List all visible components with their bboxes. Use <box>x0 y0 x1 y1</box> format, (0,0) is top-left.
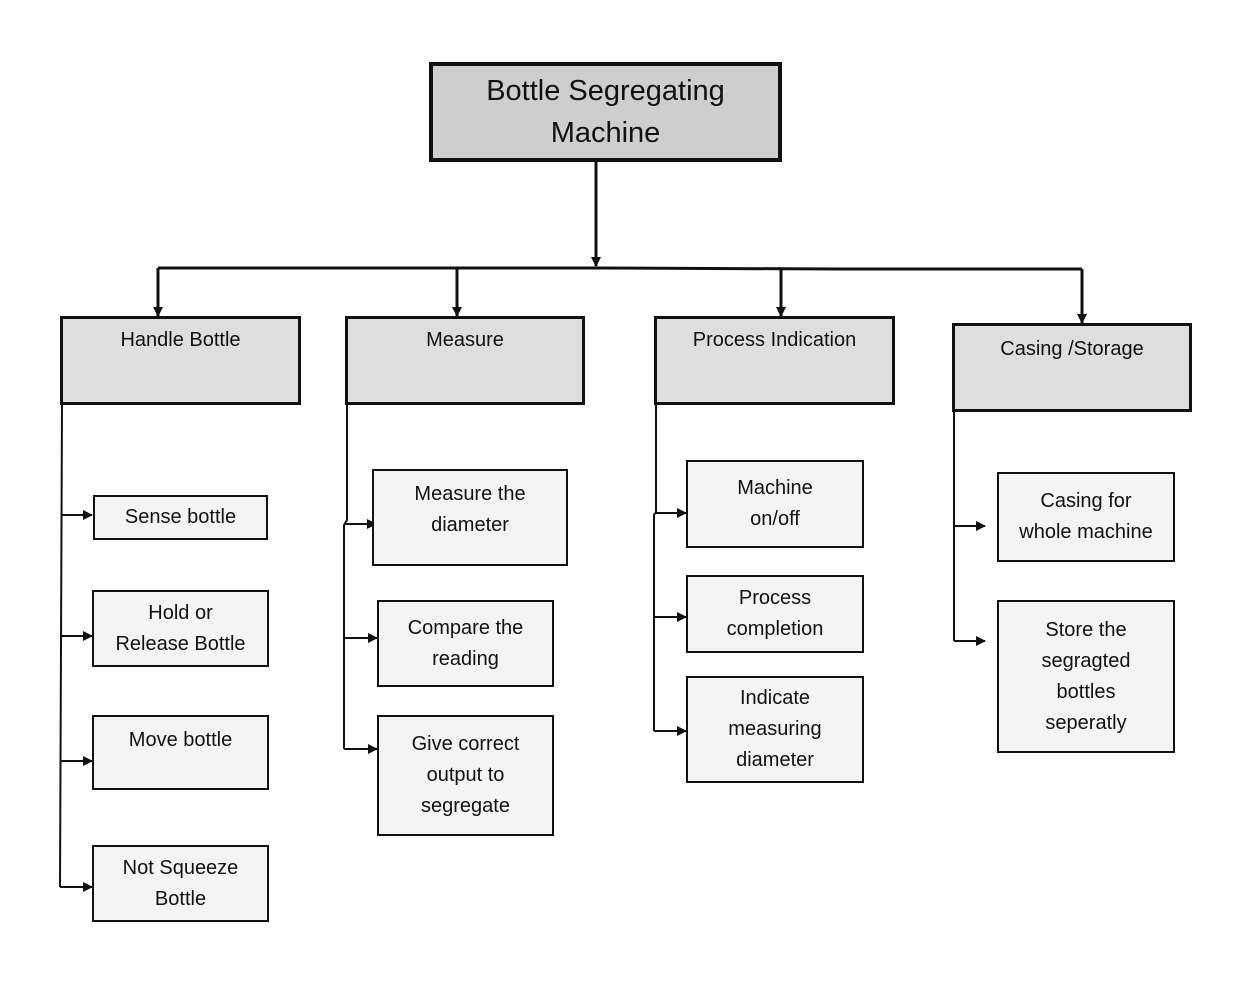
leaf-sense-bottle: Sense bottle <box>93 495 268 540</box>
leaf-line: measuring <box>728 718 822 740</box>
leaf-hold-release-bottle: Hold or Release Bottle <box>92 590 269 667</box>
root-title-line2: Machine <box>550 117 661 149</box>
leaf-move-bottle: Move bottle <box>92 715 269 790</box>
leaf-line: Give correct <box>411 733 520 755</box>
leaf-give-correct-output: Give correct output to segregate <box>377 715 554 836</box>
category-label: Casing /Storage <box>1000 338 1144 360</box>
leaf-line: on/off <box>750 508 800 530</box>
leaf-line: bottles <box>1056 680 1116 703</box>
spine-measure <box>343 403 348 749</box>
category-process-indication: Process Indication <box>654 316 895 405</box>
leaf-indicate-measuring-diameter: Indicate measuring diameter <box>686 676 864 783</box>
leaf-store-segregated-bottles: Store the segragted bottles seperatly <box>997 600 1175 753</box>
leaf-measure-diameter: Measure the diameter <box>372 469 568 566</box>
leaf-line: reading <box>432 647 499 670</box>
category-label: Handle Bottle <box>120 329 241 351</box>
leaf-line: whole machine <box>1019 521 1153 543</box>
category-measure: Measure <box>345 316 585 405</box>
leaf-line: Release Bottle <box>115 632 246 655</box>
leaf-line: Measure the <box>414 483 526 505</box>
leaf-line: Bottle <box>154 887 207 910</box>
leaf-line: Sense bottle <box>124 506 237 528</box>
leaf-line: Hold or <box>148 601 213 624</box>
leaf-line: Casing for <box>1040 490 1132 512</box>
leaf-line: completion <box>726 618 824 640</box>
category-handle-bottle: Handle Bottle <box>60 316 301 405</box>
leaf-line: Move bottle <box>128 729 233 751</box>
leaf-line: Store the <box>1045 618 1127 641</box>
category-casing-storage: Casing /Storage <box>952 323 1192 412</box>
leaf-line: Indicate <box>739 687 811 709</box>
leaf-line: seperatly <box>1045 711 1127 734</box>
leaf-line: diameter <box>736 749 814 771</box>
leaf-line: output to <box>426 764 505 786</box>
leaf-line: Compare the <box>407 616 524 639</box>
leaf-line: segregate <box>421 795 510 817</box>
leaf-line: Machine <box>737 477 813 499</box>
leaf-process-completion: Process completion <box>686 575 864 653</box>
leaf-line: Not Squeeze <box>122 856 239 879</box>
root-title-line1: Bottle Segregating <box>486 75 725 107</box>
leaf-casing-whole-machine: Casing for whole machine <box>997 472 1175 562</box>
leaf-line: segragted <box>1041 649 1131 672</box>
leaf-compare-reading: Compare the reading <box>377 600 554 687</box>
branch-bus <box>158 266 1082 271</box>
leaf-machine-onoff: Machine on/off <box>686 460 864 548</box>
leaf-line: Process <box>738 587 812 609</box>
spine-process-indication <box>653 403 657 731</box>
leaf-not-squeeze-bottle: Not Squeeze Bottle <box>92 845 269 922</box>
spine-handle-bottle <box>59 402 63 888</box>
root-node: Bottle Segregating Machine <box>429 62 782 162</box>
category-label: Process Indication <box>692 329 857 351</box>
category-label: Measure <box>426 329 504 351</box>
leaf-line: diameter <box>431 514 509 536</box>
